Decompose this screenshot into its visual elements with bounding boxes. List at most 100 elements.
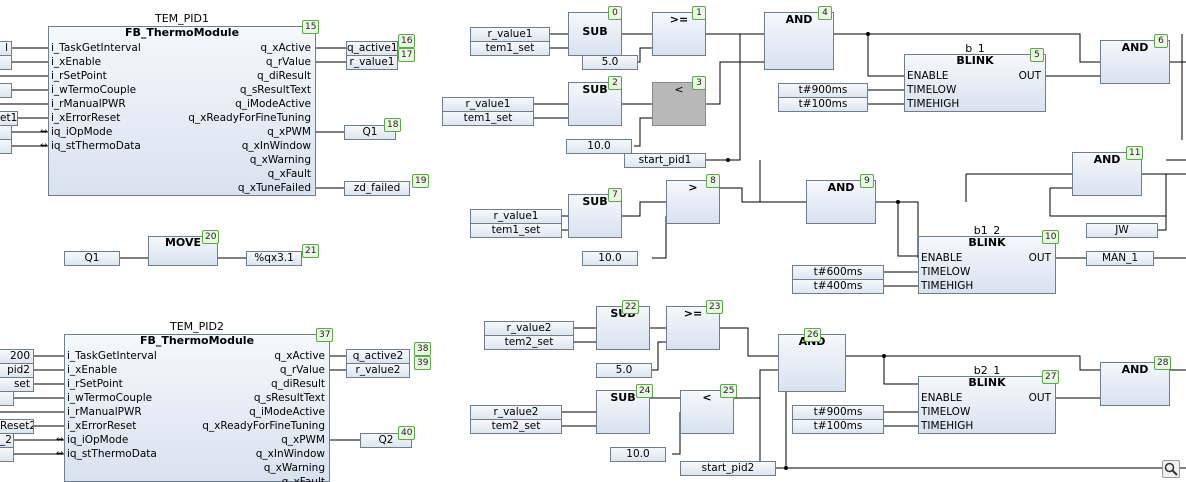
blink-timehigh-var[interactable]: t#100ms <box>778 97 868 112</box>
blink-instance-name: b2_1 <box>973 364 1001 377</box>
fb1-input-pin: iq_iOpMode <box>51 126 113 138</box>
blink-pin-out: OUT <box>1028 252 1051 264</box>
start-pid2-var[interactable]: start_pid2 <box>680 461 776 476</box>
and-block[interactable]: AND <box>778 334 846 392</box>
exec-number: 26 <box>804 328 822 342</box>
compare-const[interactable]: 5.0 <box>596 363 652 378</box>
fb2-left-var[interactable]: Reset2 <box>0 419 34 434</box>
blink-timelow-var[interactable]: t#900ms <box>778 83 868 98</box>
move-type: MOVE <box>164 236 202 249</box>
fb1-output-pin: q_xReadyForFineTuning <box>188 112 311 124</box>
fb1-output-pin: q_xWarning <box>249 154 311 166</box>
fb1-left-var[interactable] <box>0 139 12 154</box>
compare-type: > <box>688 181 698 194</box>
move-output-var[interactable]: %qx3.1 <box>246 251 302 266</box>
jw-var[interactable]: JW <box>1086 223 1158 238</box>
fb2-output-pin: q_xPWM <box>281 434 325 446</box>
start-pid1-var[interactable]: start_pid1 <box>624 153 706 168</box>
sub-input-var[interactable]: tem1_set <box>442 111 534 126</box>
fb1-out-var-q_active1[interactable]: q_active1 <box>346 41 398 56</box>
fb1-left-var[interactable]: et1 <box>0 111 18 126</box>
fb1-output-pin: q_diResult <box>257 70 311 82</box>
fb1-left-var[interactable] <box>0 125 12 140</box>
man-1-var[interactable]: MAN_1 <box>1086 251 1154 266</box>
fb2-left-var[interactable] <box>0 391 14 406</box>
fb1-left-var[interactable] <box>0 83 12 98</box>
inout-arrow-icon: ↔ <box>40 127 48 137</box>
move-input-var[interactable]: Q1 <box>64 251 120 266</box>
sub-input-var[interactable]: tem1_set <box>470 223 562 238</box>
inout-arrow-icon: ↔ <box>40 141 48 151</box>
blink-pin-timehigh: TIMEHIGH <box>921 420 974 432</box>
blink-pin-enable: ENABLE <box>907 70 949 82</box>
fb1-input-pin: i_wTermoCouple <box>51 84 137 96</box>
fb2-out-var-q_active2[interactable]: q_active2 <box>346 349 410 364</box>
fb1-output-pin: q_xFault <box>267 168 311 180</box>
compare-const[interactable]: 10.0 <box>610 447 666 462</box>
fb1-input-pin: iq_stThermoData <box>51 140 141 152</box>
and-type: AND <box>1093 153 1121 166</box>
fb2-type: FB_ThermoModule <box>139 334 255 347</box>
exec-number: 9 <box>860 174 874 188</box>
fb2-exec-number: 37 <box>316 328 334 342</box>
fb1-exec-number: 15 <box>302 20 320 34</box>
fb1-out-var-Q1[interactable]: Q1 <box>344 125 396 140</box>
sub-input-var[interactable]: tem2_set <box>470 419 562 434</box>
fb2-left-var[interactable]: _2 <box>0 433 14 448</box>
and-block[interactable]: AND <box>1072 152 1142 196</box>
fb1-input-pin: i_TaskGetInterval <box>51 42 141 54</box>
exec-number: 20 <box>202 230 220 244</box>
fb2-input-pin: i_rSetPoint <box>67 378 123 390</box>
and-type: AND <box>1121 363 1149 376</box>
sub-input-var[interactable]: r_value1 <box>470 27 550 42</box>
sub-input-var[interactable]: r_value2 <box>484 321 574 336</box>
sub-input-var[interactable]: r_value1 <box>442 97 534 112</box>
blink-timelow-var[interactable]: t#900ms <box>792 405 884 420</box>
fb1-input-pin: i_rSetPoint <box>51 70 107 82</box>
blink-type: BLINK <box>956 54 994 67</box>
exec-number: 8 <box>706 174 720 188</box>
fb2-output-pin: q_xInWindow <box>255 448 325 460</box>
fb1-input-pin: i_xEnable <box>51 56 102 68</box>
exec-number: 3 <box>692 76 706 90</box>
blink-timelow-var[interactable]: t#600ms <box>792 265 884 280</box>
and-block[interactable]: AND <box>764 12 834 70</box>
fb1-left-var[interactable] <box>0 55 12 70</box>
compare-const[interactable]: 10.0 <box>582 251 638 266</box>
blink-timehigh-var[interactable]: t#100ms <box>792 419 884 434</box>
fb2-output-pin: q_xReadyForFineTuning <box>202 420 325 432</box>
fb1-left-var[interactable]: l <box>0 41 12 56</box>
fb1-out-var-r_value1[interactable]: r_value1 <box>346 55 398 70</box>
fb2-out-var-r_value2[interactable]: r_value2 <box>346 363 410 378</box>
blink-block[interactable]: BLINK ENABLE TIMELOW TIMEHIGH OUT <box>918 236 1056 294</box>
compare-block-selected[interactable]: < <box>652 82 706 126</box>
exec-number: 2 <box>608 76 622 90</box>
inout-arrow-icon: ↔ <box>56 449 64 459</box>
compare-const[interactable]: 10.0 <box>566 139 632 154</box>
magnifier-icon[interactable] <box>1162 460 1180 478</box>
blink-block[interactable]: BLINK ENABLE TIMELOW TIMEHIGH OUT <box>918 376 1056 434</box>
fb2-left-var[interactable]: set <box>0 377 34 392</box>
exec-number: 19 <box>412 174 430 188</box>
compare-const[interactable]: 5.0 <box>582 55 638 70</box>
fb2-left-var[interactable]: 200 <box>0 349 34 364</box>
blink-timehigh-var[interactable]: t#400ms <box>792 279 884 294</box>
fb2-left-var[interactable]: pid2 <box>0 363 34 378</box>
sub-input-var[interactable]: r_value1 <box>470 209 562 224</box>
sub-input-var[interactable]: r_value2 <box>470 405 562 420</box>
blink-block[interactable]: BLINK ENABLE TIMELOW TIMEHIGH OUT <box>904 54 1046 112</box>
sub-input-var[interactable]: tem2_set <box>484 335 574 350</box>
exec-number: 24 <box>636 384 654 398</box>
blink-pin-timelow: TIMELOW <box>907 84 957 96</box>
sub-input-var[interactable]: tem1_set <box>470 41 550 56</box>
fb2-input-pin: i_wTermoCouple <box>67 392 153 404</box>
fb2-output-pin: q_sResultText <box>253 392 325 404</box>
fb1-out-var-zd_failed[interactable]: zd_failed <box>344 181 410 196</box>
fb2-left-var[interactable] <box>0 447 14 462</box>
fb2-output-pin: q_rValue <box>279 364 325 376</box>
exec-number: 21 <box>302 244 320 258</box>
sub-block[interactable]: SUB <box>568 82 622 126</box>
